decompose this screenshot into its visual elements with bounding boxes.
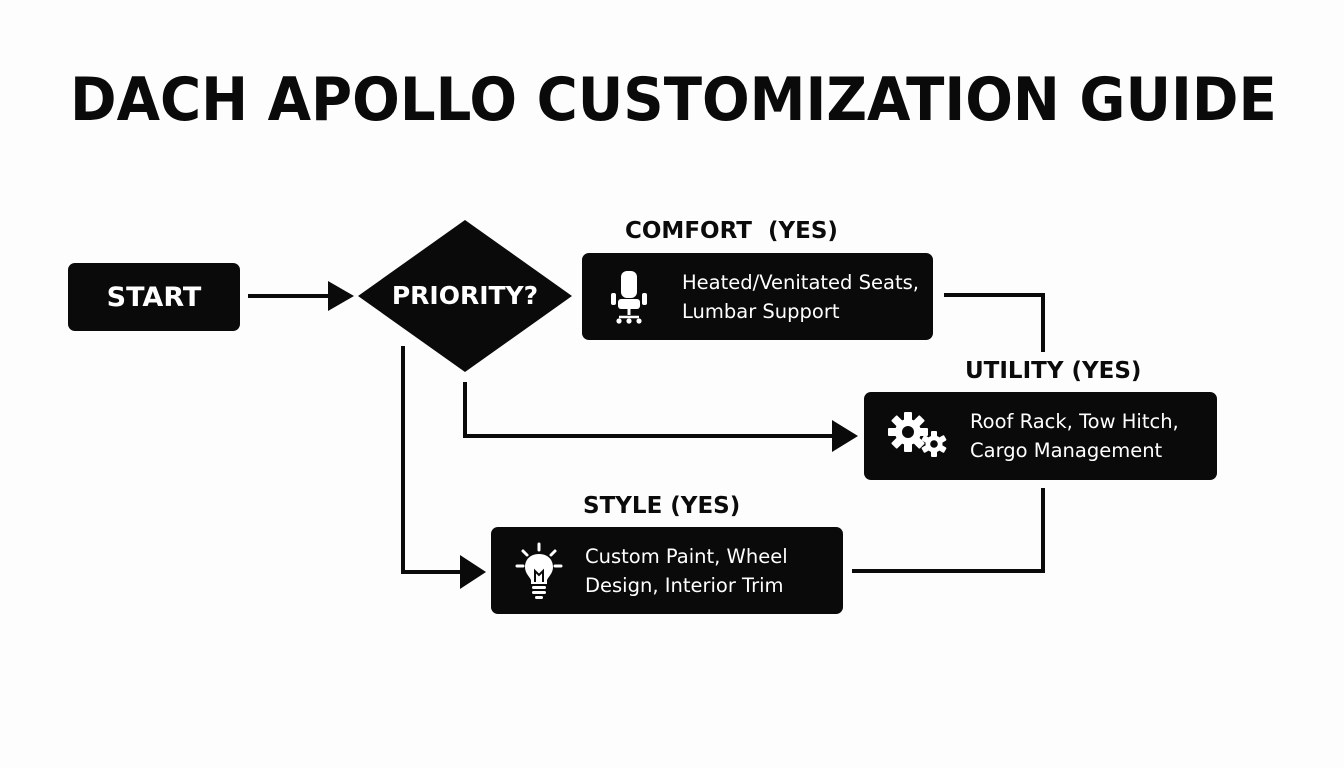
utility-option-node: Roof Rack, Tow Hitch, Cargo Management bbox=[864, 392, 1217, 480]
comfort-option-text: Heated/Venitated Seats, Lumbar Support bbox=[682, 268, 919, 326]
utility-option-text: Roof Rack, Tow Hitch, Cargo Management bbox=[970, 407, 1179, 465]
car-seat-icon bbox=[604, 267, 654, 327]
connector-utility-to-style bbox=[852, 488, 1045, 573]
arrowhead-decision-to-style bbox=[460, 555, 486, 589]
decision-diamond bbox=[358, 220, 572, 372]
arrowhead-start-to-decision bbox=[328, 281, 354, 311]
gears-icon bbox=[886, 408, 950, 464]
utility-option-line-1: Roof Rack, Tow Hitch, bbox=[970, 410, 1179, 433]
style-option-node: Custom Paint, Wheel Design, Interior Tri… bbox=[491, 527, 843, 614]
start-label: START bbox=[106, 281, 202, 313]
style-option-line-2: Design, Interior Trim bbox=[585, 573, 784, 597]
connector-decision-to-style bbox=[401, 346, 464, 574]
page-title: DACH APOLLO CUSTOMIZATION GUIDE bbox=[70, 65, 1277, 135]
arrowhead-decision-to-utility bbox=[832, 420, 858, 452]
start-node: START bbox=[68, 263, 240, 331]
comfort-option-line-1: Heated/Venitated Seats, bbox=[682, 270, 919, 294]
style-option-line-1: Custom Paint, Wheel bbox=[585, 544, 788, 568]
utility-branch-label: UTILITY (YES) bbox=[965, 358, 1142, 384]
connector-comfort-to-utility bbox=[944, 293, 1045, 352]
comfort-option-line-2: Lumbar Support bbox=[682, 299, 840, 323]
connector-decision-to-utility bbox=[463, 382, 836, 438]
comfort-branch-label: COMFORT (YES) bbox=[625, 218, 838, 244]
style-branch-label: STYLE (YES) bbox=[583, 493, 741, 519]
lightbulb-icon bbox=[513, 541, 565, 601]
utility-option-line-2: Cargo Management bbox=[970, 439, 1163, 462]
decision-label: PRIORITY? bbox=[391, 281, 539, 310]
style-option-text: Custom Paint, Wheel Design, Interior Tri… bbox=[585, 542, 788, 600]
comfort-option-node: Heated/Venitated Seats, Lumbar Support bbox=[582, 253, 933, 340]
